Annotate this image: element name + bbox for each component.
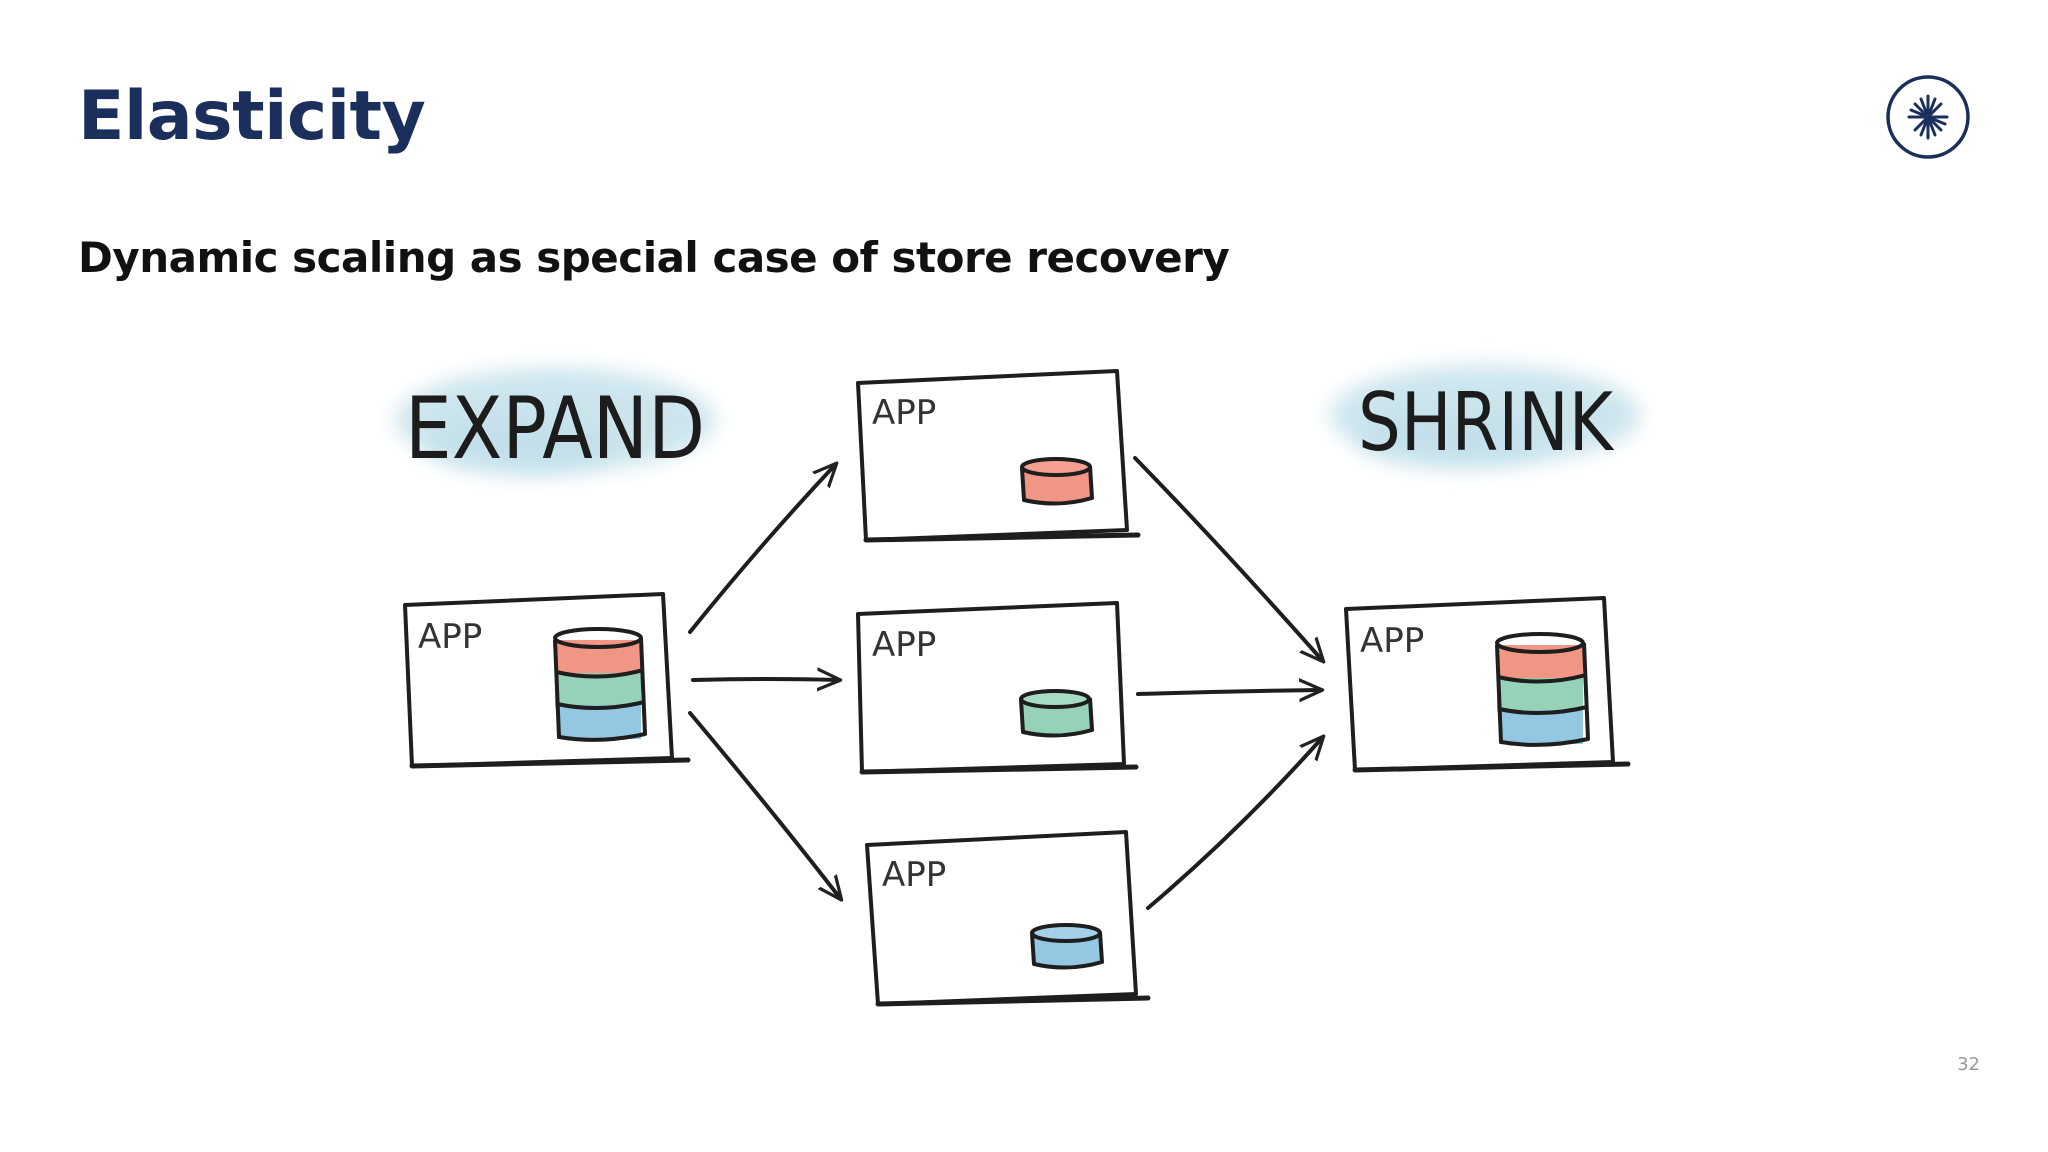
app-label: APP: [882, 855, 946, 895]
expand-label: EXPAND: [405, 379, 705, 479]
app-box-middle-center: APP: [856, 601, 1139, 775]
store-partition-icon-red: [1020, 457, 1094, 506]
store-partition-icon-green: [1019, 689, 1094, 738]
slide-subtitle: Dynamic scaling as special case of store…: [78, 233, 1230, 282]
expand-label-group: EXPAND: [395, 368, 715, 479]
arrow-to-middle-center: [691, 679, 838, 680]
shrink-label: SHRINK: [1358, 376, 1615, 469]
arrow-from-middle-top: [1133, 456, 1322, 660]
store-partition-icon-blue: [1030, 923, 1104, 970]
app-box-source: APP: [403, 592, 691, 769]
page-number: 32: [1957, 1054, 1980, 1075]
app-box-target: APP: [1344, 596, 1631, 773]
app-label: APP: [872, 625, 936, 665]
arrow-from-middle-center: [1136, 690, 1320, 694]
app-label: APP: [1360, 621, 1424, 661]
app-label: APP: [418, 617, 482, 657]
arrow-from-middle-bottom: [1146, 738, 1322, 910]
partitioned-store-icon: [553, 627, 647, 742]
arrow-to-middle-bottom: [688, 711, 840, 898]
arrow-to-middle-top: [688, 465, 835, 634]
partitioned-store-icon: [1495, 632, 1590, 747]
shrink-arrows: [1133, 456, 1322, 910]
shrink-label-group: SHRINK: [1330, 365, 1640, 469]
app-label: APP: [872, 393, 936, 433]
app-box-middle-bottom: APP: [865, 830, 1151, 1007]
starburst-icon: [1886, 75, 1970, 159]
slide-title: Elasticity: [78, 77, 426, 156]
app-box-middle-top: APP: [856, 369, 1141, 543]
expand-arrows: [688, 465, 840, 898]
